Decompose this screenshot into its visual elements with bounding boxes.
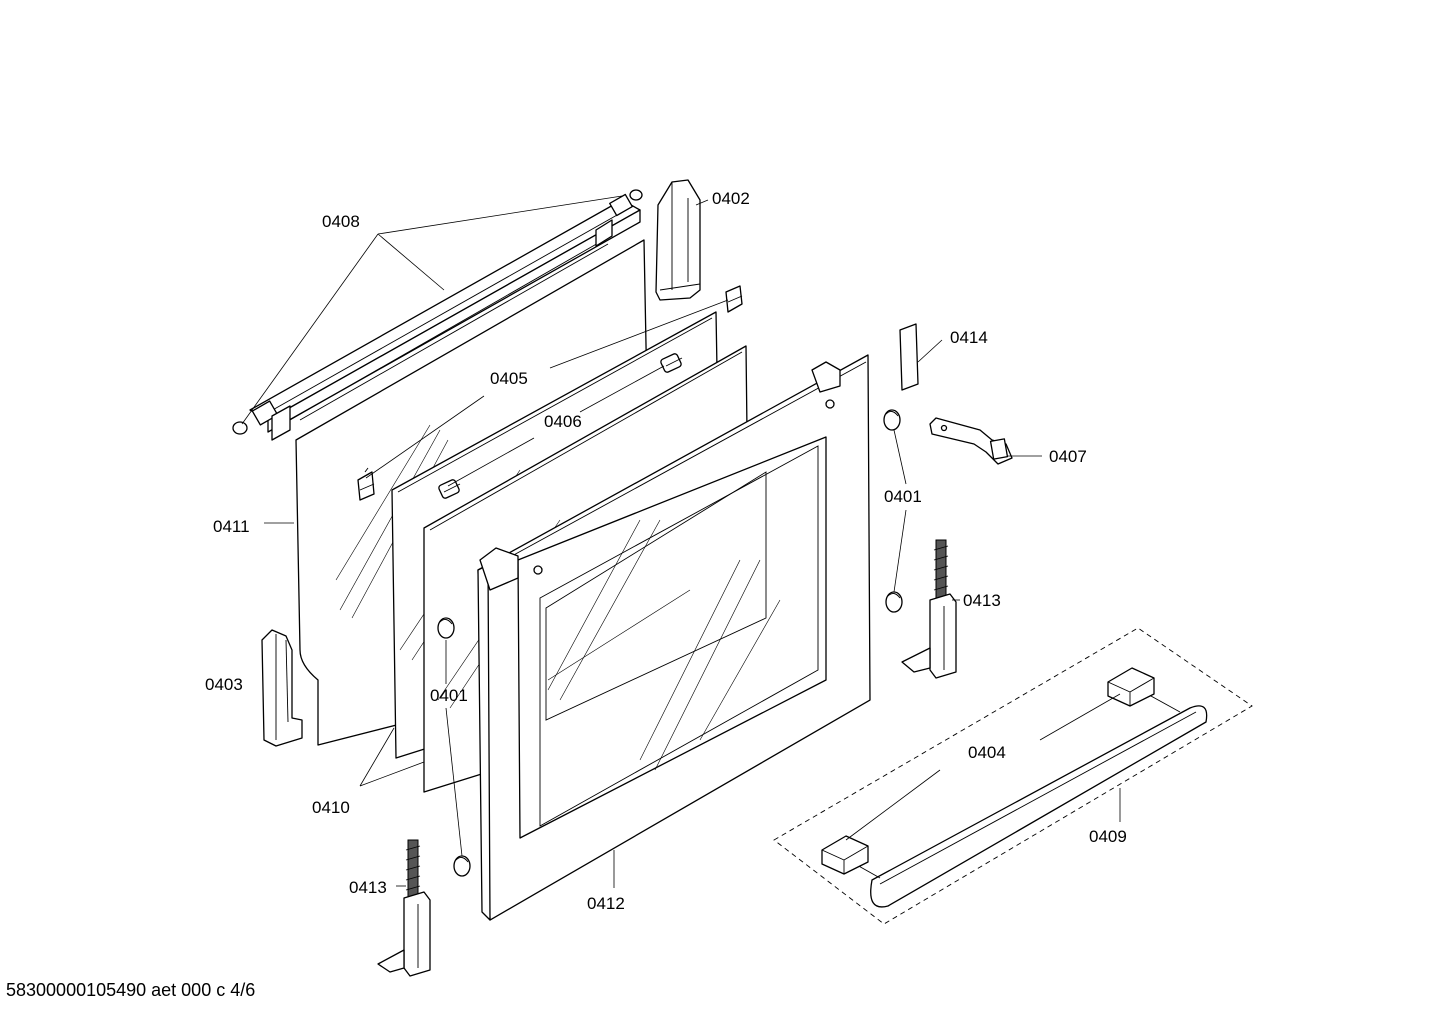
part-0401-bumper-left-top bbox=[437, 617, 455, 639]
label-0407: 0407 bbox=[1049, 447, 1087, 466]
label-0408: 0408 bbox=[322, 212, 360, 231]
part-0407-bracket bbox=[929, 417, 1013, 465]
leader-lines bbox=[241, 195, 1121, 888]
drawing-reference-number: 58300000105490 aet 000 c 4/6 bbox=[6, 980, 256, 1000]
label-0413-right: 0413 bbox=[963, 591, 1001, 610]
label-0401-right: 0401 bbox=[884, 487, 922, 506]
part-0406-clip-a bbox=[438, 479, 461, 499]
part-0405-clip-middle bbox=[357, 467, 375, 501]
part-0401-bumper-left-bottom bbox=[453, 855, 471, 877]
label-0411: 0411 bbox=[213, 517, 250, 536]
part-0401-bumper-right-bottom bbox=[885, 591, 903, 613]
part-0408-door-rail bbox=[232, 189, 643, 441]
part-0409-handle-assembly bbox=[773, 627, 1253, 925]
label-0404: 0404 bbox=[968, 743, 1006, 762]
label-0406: 0406 bbox=[544, 412, 582, 431]
label-0413-left: 0413 bbox=[349, 878, 387, 897]
label-0402: 0402 bbox=[712, 189, 750, 208]
label-0409: 0409 bbox=[1089, 827, 1127, 846]
part-0412-outer-door-panel bbox=[477, 354, 871, 921]
label-0412: 0412 bbox=[587, 894, 625, 913]
part-0413-hinge-left bbox=[377, 839, 431, 977]
part-0413-hinge-right bbox=[901, 539, 957, 679]
part-0402-right-bracket bbox=[655, 179, 701, 301]
label-0410: 0410 bbox=[312, 798, 350, 817]
label-0403: 0403 bbox=[205, 675, 243, 694]
part-0405-clip-top bbox=[725, 285, 743, 313]
part-labels: 0408 0402 0405 0406 0414 0407 0401 0411 … bbox=[205, 189, 1127, 913]
label-0401-left: 0401 bbox=[430, 686, 468, 705]
label-0414: 0414 bbox=[950, 328, 988, 347]
part-0403-left-bracket bbox=[261, 629, 303, 747]
part-0414-strip bbox=[899, 323, 919, 391]
part-0401-bumper-right-top bbox=[883, 409, 901, 431]
label-0405: 0405 bbox=[490, 369, 528, 388]
